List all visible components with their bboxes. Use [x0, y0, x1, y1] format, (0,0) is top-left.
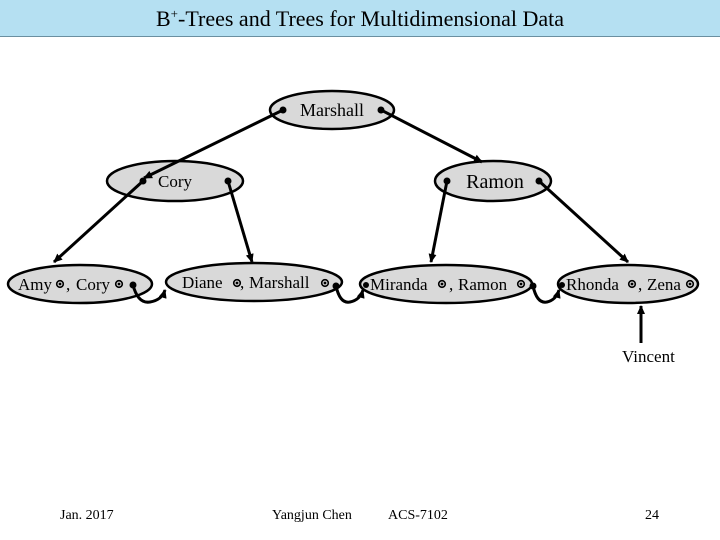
edge-cory-to-leaf-1 [52, 179, 145, 264]
link-leaf-2-to-3 [334, 285, 365, 304]
title-bar: B+-Trees and Trees for Multidimensional … [0, 0, 720, 37]
leaf-3-key-1: Miranda [370, 275, 428, 294]
internal-left-key: Cory [158, 172, 193, 191]
leaf-2-key-1: Diane [182, 273, 223, 292]
leaf-1-key-1: Amy [18, 275, 53, 294]
edge-root-to-left [143, 108, 284, 180]
slide-title: B+-Trees and Trees for Multidimensional … [0, 6, 720, 32]
root-node: Marshall [268, 89, 396, 131]
link-leaf-1-to-2 [131, 284, 167, 304]
leaf-chain-links [131, 284, 561, 304]
insert-key: Vincent [622, 347, 675, 366]
edge-ramon-to-leaf-3 [428, 180, 449, 263]
footer-date: Jan. 2017 [60, 508, 114, 523]
leaf-node-2: Diane , Marshall [164, 261, 344, 303]
leaf-3-key-2: Ramon [458, 275, 508, 294]
leaf-1-key-2: Cory [76, 275, 111, 294]
internal-right-key: Ramon [466, 171, 524, 193]
internal-node-right: Ramon [433, 159, 553, 203]
leaf-1-sep: , [66, 275, 70, 294]
leaf-node-3: Miranda , Ramon [358, 263, 537, 305]
title-rest: -Trees and Trees for Multidimensional Da… [178, 6, 564, 31]
internal-node-left: Cory [105, 159, 245, 203]
leaf-4-sep: , [638, 275, 642, 294]
link-leaf-3-to-4 [531, 285, 561, 304]
leaf-node-1: Amy , Cory [6, 263, 154, 305]
footer-course: ACS-7102 [388, 508, 448, 523]
edge-root-to-right [380, 108, 483, 164]
title-superscript: + [170, 6, 179, 21]
edge-ramon-to-leaf-4 [537, 179, 630, 264]
leaf-2-key-2: Marshall [249, 273, 310, 292]
leaf-2-sep: , [240, 273, 244, 292]
footer-page-number: 24 [645, 508, 659, 523]
leaf-4-key-1: Rhonda [566, 275, 619, 294]
title-prefix: B [155, 6, 171, 31]
footer-author: Yangjun Chen [272, 508, 352, 523]
tree-edges [52, 108, 630, 264]
leaf-3-sep: , [449, 275, 453, 294]
edge-cory-to-leaf-2 [226, 180, 254, 263]
leaf-node-4: Rhonda , Zena [556, 263, 700, 305]
leaf-4-key-2: Zena [647, 275, 681, 294]
root-key: Marshall [300, 100, 364, 120]
